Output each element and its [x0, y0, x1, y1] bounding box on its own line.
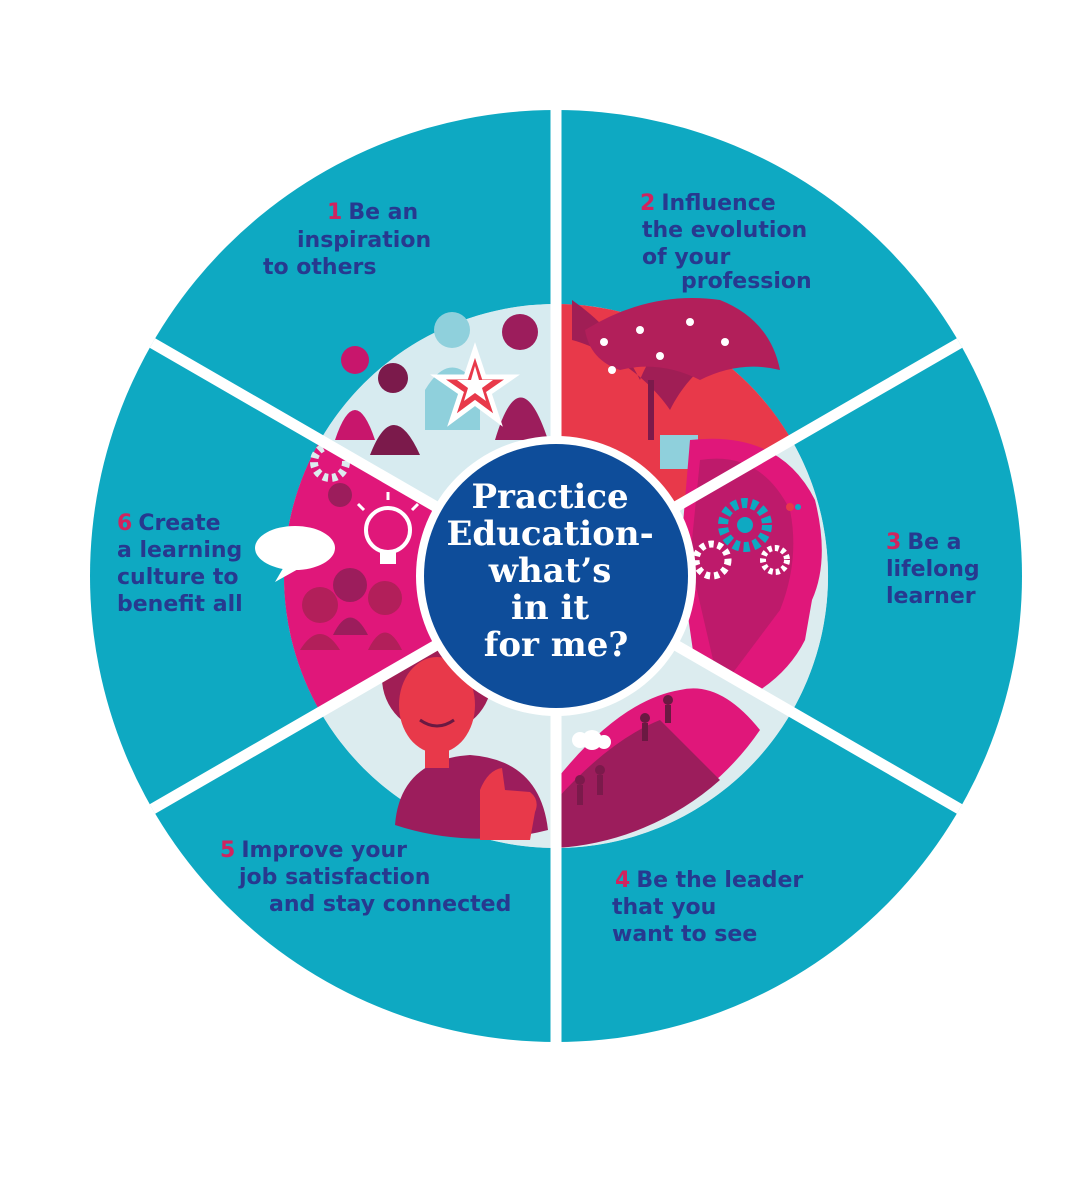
segment-3-text: lifelong	[886, 557, 980, 582]
lightbulb-group-icon	[255, 442, 420, 650]
segment-2-text: profession	[681, 269, 812, 294]
segment-2-text: Influence	[661, 191, 775, 216]
center-title: Practice Education- what’s in it for me?	[446, 477, 665, 665]
center-title-line: Education-	[446, 514, 653, 554]
segment-5-text: and stay connected	[269, 892, 511, 917]
segment-5-number: 5	[220, 838, 235, 863]
segment-4-text: Be the leader	[636, 868, 803, 893]
center-title-line: Practice	[471, 477, 628, 517]
head-gears-icon	[680, 438, 822, 700]
segment-4-text: want to see	[612, 922, 757, 947]
center-title-line: in it	[511, 588, 589, 628]
center-title-line: for me?	[484, 625, 629, 665]
segment-5-text: job satisfaction	[238, 865, 430, 890]
segment-6-text: a learning	[117, 538, 242, 563]
segment-1-text: inspiration	[297, 228, 431, 253]
segment-3-number: 3	[886, 530, 901, 555]
segment-3-text: Be a	[907, 530, 961, 555]
center-disc	[424, 444, 688, 708]
segment-3-text: learner	[886, 584, 976, 609]
climbers-helping-icon	[556, 688, 760, 848]
segment-6-text: benefit all	[117, 592, 243, 617]
segment-1-text: to others	[263, 255, 376, 280]
segment-6-number: 6	[117, 511, 132, 536]
segment-2-text: of your	[642, 245, 730, 270]
segment-2-number: 2	[640, 191, 655, 216]
segment-4-number: 4	[615, 868, 630, 893]
segment-6-text: Create	[138, 511, 220, 536]
segment-5-text: Improve your	[241, 838, 407, 863]
segment-2-text: the evolution	[642, 218, 807, 243]
segment-1-text: Be an	[348, 200, 418, 225]
segment-6-text: culture to	[117, 565, 238, 590]
growing-plant-icon	[572, 298, 780, 469]
segment-1-number: 1	[327, 200, 342, 225]
center-title-line: what’s	[488, 551, 612, 591]
star-award-team-icon	[335, 312, 548, 455]
segment-4-text: that you	[612, 895, 716, 920]
